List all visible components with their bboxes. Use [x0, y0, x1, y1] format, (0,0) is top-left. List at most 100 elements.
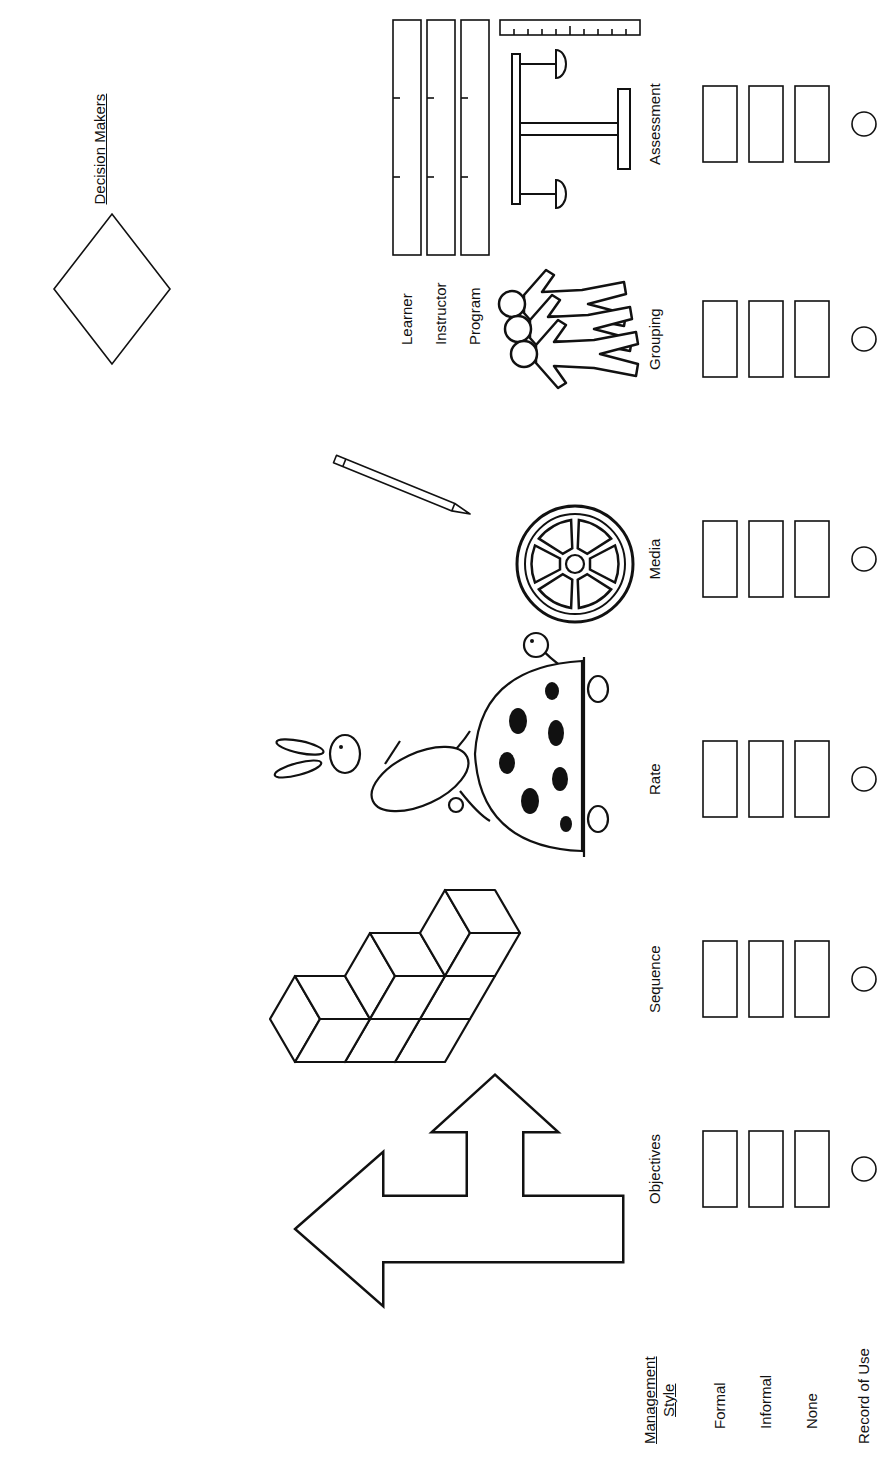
row-label: Informal: [757, 1375, 776, 1429]
ruler: [597, 29, 599, 35]
sequence-blocks: [370, 976, 445, 1019]
record-circle: [852, 967, 876, 991]
sequence-blocks: [295, 1019, 370, 1062]
column-label: Grouping: [646, 308, 665, 370]
objectives-arrow: [300, 1079, 620, 1299]
film-reel: [532, 545, 561, 582]
hare-and-tortoise: [449, 798, 463, 812]
balance-scale: [520, 123, 618, 135]
style-box: [749, 521, 783, 597]
style-box: [703, 521, 737, 597]
hare-and-tortoise: [275, 736, 324, 758]
objectives-arrow: [300, 1079, 620, 1299]
ruler: [569, 26, 571, 35]
style-box: [703, 741, 737, 817]
decision-bar: [427, 176, 434, 178]
style-box: [749, 1131, 783, 1207]
column-label: Rate: [646, 763, 665, 795]
decision-bar: [427, 20, 455, 255]
decision-bar: [393, 176, 400, 178]
pencil: [334, 455, 471, 514]
objectives-arrow: [300, 1079, 620, 1299]
ruler: [583, 29, 585, 35]
hare-and-tortoise: [385, 741, 400, 764]
decision-bar: [461, 97, 468, 99]
style-box: [795, 521, 829, 597]
hare-and-tortoise: [362, 733, 478, 824]
record-circle: [852, 327, 876, 351]
style-box: [749, 86, 783, 162]
balance-scale: [512, 50, 630, 208]
balance-scale: [520, 63, 556, 65]
hare-and-tortoise: [545, 682, 559, 700]
film-reel: [566, 568, 612, 611]
film-reel: [525, 514, 625, 614]
pencil: [343, 459, 346, 466]
film-reel: [517, 506, 633, 622]
record-circle: [852, 112, 876, 136]
style-box: [703, 301, 737, 377]
ruler: [611, 29, 613, 35]
hare-and-tortoise: [330, 735, 360, 773]
sequence-blocks: [445, 933, 520, 976]
style-box: [749, 941, 783, 1017]
style-box: [703, 86, 737, 162]
column-label: Assessment: [646, 83, 665, 165]
film-reel: [590, 545, 619, 582]
decision-bar: [393, 20, 421, 255]
style-box: [703, 86, 829, 1207]
ruler: [500, 20, 640, 35]
section-heading: Decision Makers: [91, 94, 110, 205]
decision-maker-label: Program: [466, 287, 485, 345]
hare-and-tortoise: [475, 661, 582, 851]
decision-bar: [393, 97, 400, 99]
row-heading: Management Style: [641, 1356, 679, 1444]
column-label: Media: [646, 539, 665, 580]
column-label: Sequence: [646, 945, 665, 1013]
pencil: [334, 455, 471, 514]
decision-diamond: [54, 214, 170, 364]
film-reel: [537, 568, 583, 611]
balance-scale: [520, 193, 556, 195]
ruler: [625, 29, 627, 35]
film-reel: [566, 555, 584, 573]
ruler: [513, 29, 515, 35]
film-reel: [517, 506, 633, 622]
balance-scale: [556, 50, 566, 78]
style-box: [795, 941, 829, 1017]
record-circle: [852, 1157, 876, 1181]
decision-bar: [427, 97, 434, 99]
hare-and-tortoise: [499, 752, 515, 774]
hare-and-tortoise: [530, 639, 534, 643]
style-box: [703, 1131, 737, 1207]
ruler: [555, 29, 557, 35]
hare-and-tortoise: [560, 816, 572, 832]
hare-and-tortoise: [273, 633, 608, 857]
ruler: [541, 29, 543, 35]
style-box: [749, 301, 783, 377]
decision-diamond: [54, 214, 170, 364]
column-label: Objectives: [646, 1134, 665, 1204]
hare-and-tortoise: [509, 708, 527, 734]
hare-and-tortoise: [273, 757, 322, 781]
hare-and-tortoise: [499, 682, 572, 832]
record-circle: [852, 547, 876, 571]
sequence-blocks: [270, 890, 520, 1062]
decision-bar: [393, 20, 489, 255]
style-box: [795, 1131, 829, 1207]
record-circle: [852, 767, 876, 791]
style-box: [703, 941, 737, 1017]
row-label: Record of Use: [855, 1348, 874, 1444]
row-label: Formal: [711, 1382, 730, 1429]
style-box: [795, 86, 829, 162]
ruler: [500, 20, 640, 35]
balance-scale: [512, 54, 520, 204]
row-label: None: [803, 1393, 822, 1429]
style-box: [795, 741, 829, 817]
hare-and-tortoise: [583, 657, 585, 857]
hare-and-tortoise: [588, 806, 608, 832]
decision-bar: [461, 20, 489, 255]
hare-and-tortoise: [548, 720, 564, 746]
